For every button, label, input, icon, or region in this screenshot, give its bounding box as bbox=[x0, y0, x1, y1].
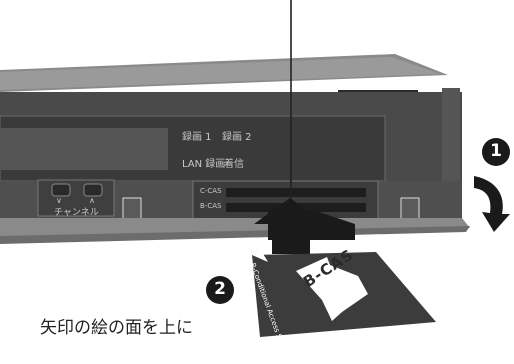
insert-arrow-tip bbox=[254, 198, 326, 224]
diagram-canvas bbox=[0, 0, 510, 337]
instruction-text: 矢印の絵の面を上に bbox=[40, 318, 193, 338]
bcas-label: B-CAS bbox=[200, 202, 222, 210]
step2-number: 2 bbox=[214, 279, 226, 299]
rec1-label: 録画 1 bbox=[182, 132, 212, 143]
recorder-top-highlight bbox=[0, 57, 440, 90]
insert-arrow-body bbox=[272, 224, 310, 254]
lan-rec-label: LAN 録画 bbox=[182, 159, 226, 170]
ccas-label: C-CAS bbox=[200, 187, 222, 195]
channel-up-button bbox=[83, 183, 103, 197]
display-panel bbox=[0, 115, 386, 182]
channel-label: チャンネル bbox=[54, 208, 99, 218]
display-window bbox=[0, 128, 168, 170]
ccas-slot bbox=[226, 188, 366, 197]
step1-badge bbox=[482, 138, 510, 166]
step2-badge bbox=[206, 276, 234, 304]
bcas-card-notch bbox=[252, 252, 268, 262]
step1-number: 1 bbox=[490, 141, 502, 161]
push-arrow-icon bbox=[474, 176, 510, 232]
channel-down-button bbox=[51, 183, 71, 197]
card-arrow-icon bbox=[296, 257, 368, 321]
rec2-label: 録画 2 bbox=[222, 132, 252, 143]
channel-up-label: ∧ bbox=[89, 196, 95, 205]
bcas-insertion-diagram: 録画 1 録画 2 LAN 録画 着信 ∨ ∧ チャンネル C-CAS B-CA… bbox=[0, 0, 510, 338]
incoming-label: 着信 bbox=[224, 159, 244, 170]
channel-down-label: ∨ bbox=[56, 196, 62, 205]
